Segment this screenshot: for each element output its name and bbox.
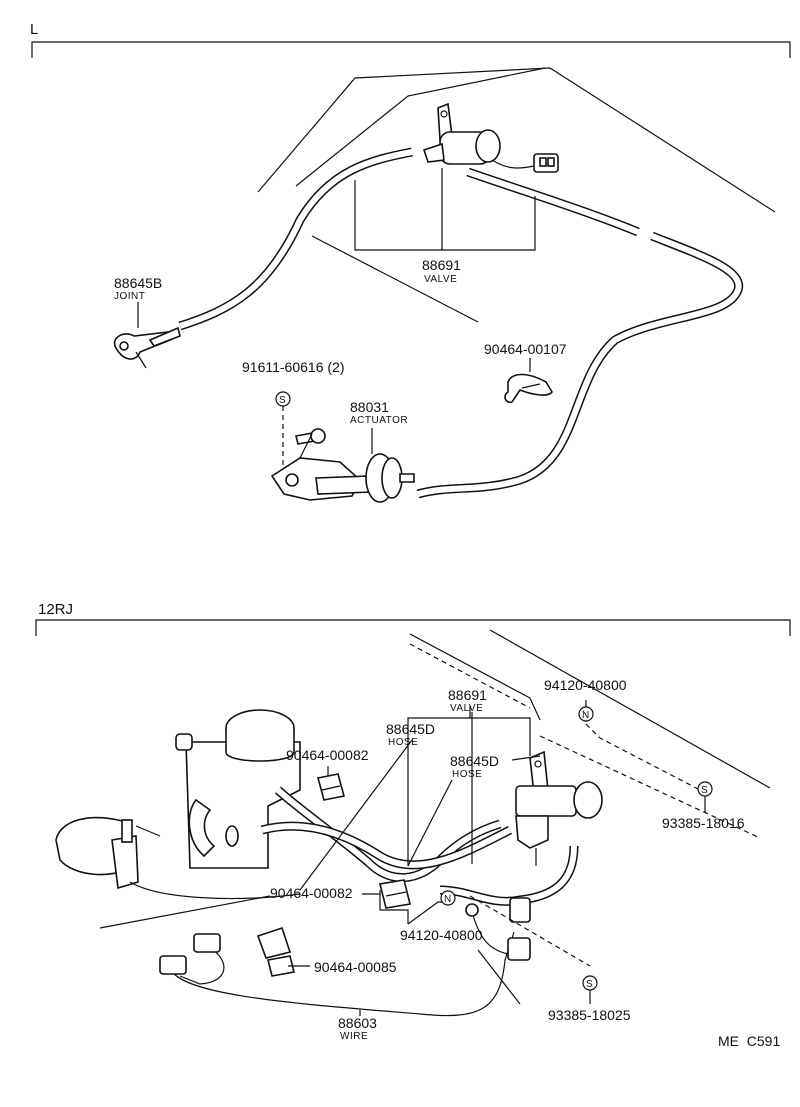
air-intake (55, 816, 301, 900)
nut-symbol-letter-top: N (582, 710, 590, 721)
valve-name-upper: VALVE (424, 274, 457, 285)
hose-lower-a (274, 786, 502, 882)
engine-block (175, 709, 301, 869)
diagram-code: ME C591 (718, 1033, 780, 1049)
section-upper: L (30, 21, 791, 503)
wire-name: WIRE (340, 1031, 368, 1042)
body-outline-inner (295, 67, 546, 187)
clip-part-upper (504, 373, 553, 404)
nut-symbol-letter-mid: N (444, 894, 452, 905)
screw-symbol-letter-right: S (701, 785, 708, 796)
hose-a-number: 88645D (386, 721, 435, 737)
hose-b-name: HOSE (452, 769, 482, 780)
valve-number-upper: 88691 (422, 257, 461, 273)
hose-a-name: HOSE (388, 737, 418, 748)
wire-number: 88603 (338, 1015, 377, 1031)
joint-name: JOINT (114, 291, 145, 302)
clip-part-low (256, 926, 295, 977)
hose-upper-left (178, 147, 413, 331)
hose-b-number: 88645D (450, 753, 499, 769)
section-label-upper: L (30, 21, 38, 38)
body-outline (257, 67, 776, 213)
section-bracket-upper (31, 41, 791, 58)
actuator-name: ACTUATOR (350, 415, 408, 426)
joint-number: 88645B (114, 275, 162, 291)
hose-upper-right-a (466, 167, 640, 237)
screw-number-upper: 91611-60616 (2) (242, 359, 344, 375)
actuator-number: 88031 (350, 399, 389, 415)
nut-symbol-top (578, 706, 594, 722)
clip-part-top (317, 773, 345, 801)
clip-low-number: 90464-00085 (314, 959, 397, 975)
valve-name-lower: VALVE (450, 703, 483, 714)
section-label-lower: 12RJ (38, 601, 73, 618)
screw-symbol-right (697, 781, 713, 797)
leader-line (311, 235, 479, 323)
clip-mid-number: 90464-00082 (270, 885, 353, 901)
screw-symbol-low (582, 975, 598, 991)
screw-low-number: 93385-18025 (548, 1007, 631, 1023)
valve-part-lower (515, 750, 603, 866)
screw-symbol-letter-upper: S (279, 395, 286, 406)
nut-top-number: 94120-40800 (544, 677, 627, 693)
clip-number-upper: 90464-00107 (484, 341, 567, 357)
valve-number-lower: 88691 (448, 687, 487, 703)
nut-mid-number: 94120-40800 (400, 927, 483, 943)
nut-symbol-mid (440, 890, 456, 906)
joint-part (113, 326, 181, 369)
section-bracket-lower (35, 619, 791, 636)
screw-right-number: 93385-18016 (662, 815, 745, 831)
hose-upper-long (416, 231, 744, 499)
valve-bracket-upper (354, 180, 536, 251)
clip-top-number: 90464-00082 (286, 747, 369, 763)
wire-harness (159, 897, 531, 1017)
actuator-part (270, 433, 415, 503)
screw-part-upper (295, 428, 326, 445)
section-lower: 12RJ (35, 601, 791, 1049)
screw-symbol-letter-low: S (586, 979, 593, 990)
clip-part-mid (379, 879, 411, 909)
valve-part-upper (422, 102, 559, 173)
